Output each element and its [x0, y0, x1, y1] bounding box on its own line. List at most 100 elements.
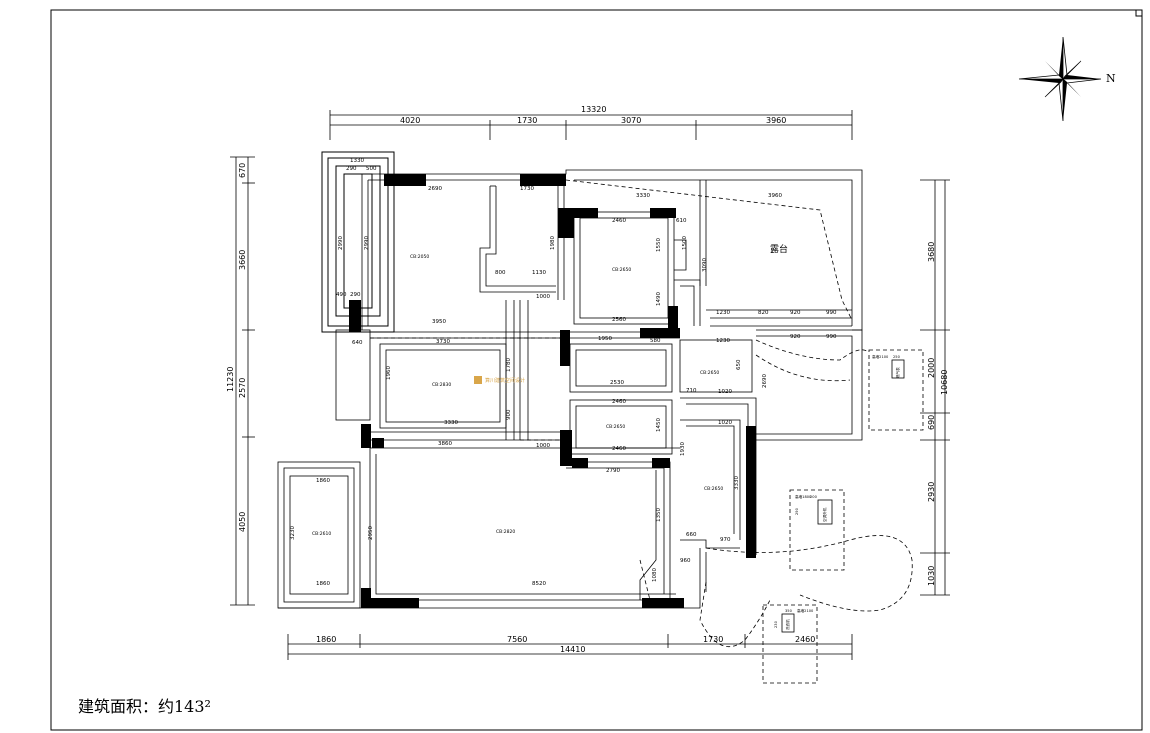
idim-1780: 1780 — [506, 358, 512, 372]
dim-left-4: 4050 — [238, 512, 247, 532]
area-title: 建筑面积：约143² — [78, 697, 211, 716]
top-dimensions: 13320 4020 1730 3070 3960 — [329, 105, 853, 140]
dim-bottom-1: 1860 — [316, 635, 336, 644]
idim-2690v: 2690 — [762, 374, 768, 388]
idim-710: 710 — [686, 388, 697, 394]
idim-3730: 3730 — [436, 339, 450, 345]
idim-1860a: 1860 — [316, 478, 330, 484]
idim-1500: 1500 — [682, 236, 688, 250]
room-cb2050-top: CB:2050 — [410, 254, 429, 260]
idim-1730: 1730 — [520, 186, 534, 192]
fixture-high-3: 高墙2100 — [797, 608, 814, 613]
dim-bottom-total: 14410 — [560, 645, 585, 654]
idim-3960: 3960 — [768, 193, 782, 199]
idim-2460b: 2460 — [612, 399, 626, 405]
fixture-s230: 230 — [774, 620, 778, 628]
dim-top-1: 4020 — [400, 116, 420, 125]
idim-3950: 3950 — [432, 319, 446, 325]
idim-820: 820 — [758, 310, 769, 316]
dim-right-2: 2000 — [927, 358, 936, 378]
dim-top-3: 3070 — [621, 116, 641, 125]
idim-3330: 3330 — [636, 193, 650, 199]
fixture-s250: 250 — [893, 355, 901, 359]
idim-1000b: 1000 — [536, 294, 550, 300]
interior-dimensions: 2690 1730 3330 3960 2460 610 1550 3090 3… — [290, 158, 837, 587]
dim-left-total: 11230 — [226, 367, 235, 392]
bottom-dimensions: 1860 7560 1730 2460 14410 — [287, 634, 853, 660]
idim-3230: 3230 — [290, 526, 296, 540]
fixture-s290: 290 — [795, 507, 799, 515]
idim-800: 800 — [495, 270, 506, 276]
idim-3090: 3090 — [702, 258, 708, 272]
watermark-logo: 算川建筑空间设计 — [474, 376, 525, 384]
room-cb2610: CB:2610 — [312, 531, 331, 537]
room-labels: CB:2050 CB:2650 CB:2830 CB:2650 CB:2650 … — [312, 254, 723, 537]
corner-marker — [1135, 9, 1143, 17]
idim-1490: 1490 — [656, 292, 662, 306]
idim-1330: 1330 — [350, 158, 364, 164]
fixture-washer: 洗衣机 — [785, 619, 790, 630]
dim-bottom-2: 7560 — [507, 635, 527, 644]
idim-1950: 1950 — [598, 336, 612, 342]
dim-right-1: 3680 — [927, 242, 936, 262]
idim-1350: 1350 — [656, 508, 662, 522]
idim-580: 580 — [650, 338, 661, 344]
idim-2460a: 2460 — [612, 218, 626, 224]
room-cb2650: CB:2650 — [612, 267, 631, 273]
right-dimensions: 3680 2000 690 2930 1030 10680 — [920, 179, 950, 596]
idim-2790: 2790 — [606, 468, 620, 474]
idim-610: 610 — [676, 218, 687, 224]
idim-960: 960 — [680, 558, 691, 564]
idim-2990a: 2990 — [338, 236, 344, 250]
idim-650: 650 — [736, 359, 742, 370]
idim-970: 970 — [720, 537, 731, 543]
idim-990b: 990 — [826, 334, 837, 340]
dim-bottom-3: 1730 — [703, 635, 723, 644]
dim-right-5: 1030 — [927, 566, 936, 586]
fixture-high-2: 高墙1800 — [795, 494, 812, 499]
idim-1860b: 1860 — [316, 581, 330, 587]
dim-top-total: 13320 — [581, 105, 606, 114]
fixture-s350: 350 — [785, 609, 793, 613]
dim-left-3: 2570 — [238, 378, 247, 398]
idim-1230b: 1230 — [716, 338, 730, 344]
idim-920b: 920 — [790, 334, 801, 340]
north-label: N — [1106, 72, 1116, 85]
dim-right-3: 690 — [927, 415, 936, 430]
idim-2530: 2530 — [610, 380, 624, 386]
idim-2990b: 2990 — [364, 236, 370, 250]
room-cb2650d: CB:2650 — [704, 486, 723, 492]
idim-1230a: 1230 — [716, 310, 730, 316]
dim-right-4: 2930 — [927, 482, 936, 502]
fixture-high-1: 高墙2100 — [872, 354, 889, 359]
watermark-text: 算川建筑空间设计 — [485, 377, 525, 384]
dim-right-total: 10680 — [940, 370, 949, 395]
idim-3330c: 3330 — [734, 476, 740, 490]
fixtures: 高墙2100 高墙1800 高墙2100 燃气表 空调外机 洗衣机 250 20… — [762, 349, 924, 684]
room-cb2820: CB:2820 — [496, 529, 515, 535]
dim-top-2: 1730 — [517, 116, 537, 125]
idim-8520: 8520 — [532, 581, 546, 587]
dim-bottom-4: 2460 — [795, 635, 815, 644]
idim-1020b: 1020 — [718, 420, 732, 426]
idim-1450: 1450 — [656, 418, 662, 432]
idim-1020a: 1020 — [718, 389, 732, 395]
fixture-s200: 200 — [810, 495, 818, 499]
idim-290b: 290 — [350, 292, 361, 298]
idim-2690: 2690 — [428, 186, 442, 192]
idim-1980: 1980 — [550, 236, 556, 250]
idim-1080: 1080 — [652, 568, 658, 582]
fixture-ac-unit: 空调外机 — [822, 507, 827, 522]
idim-3860: 3860 — [438, 441, 452, 447]
idim-900: 900 — [506, 409, 512, 420]
idim-990a: 990 — [826, 310, 837, 316]
dim-top-4: 3960 — [766, 116, 786, 125]
idim-1130: 1130 — [532, 270, 546, 276]
drawing-border — [50, 9, 1143, 731]
room-cb2650b: CB:2650 — [700, 370, 719, 376]
idim-920a: 920 — [790, 310, 801, 316]
idim-490: 490 — [336, 292, 347, 298]
idim-1960: 1960 — [386, 366, 392, 380]
dim-left-2: 3660 — [238, 250, 247, 270]
